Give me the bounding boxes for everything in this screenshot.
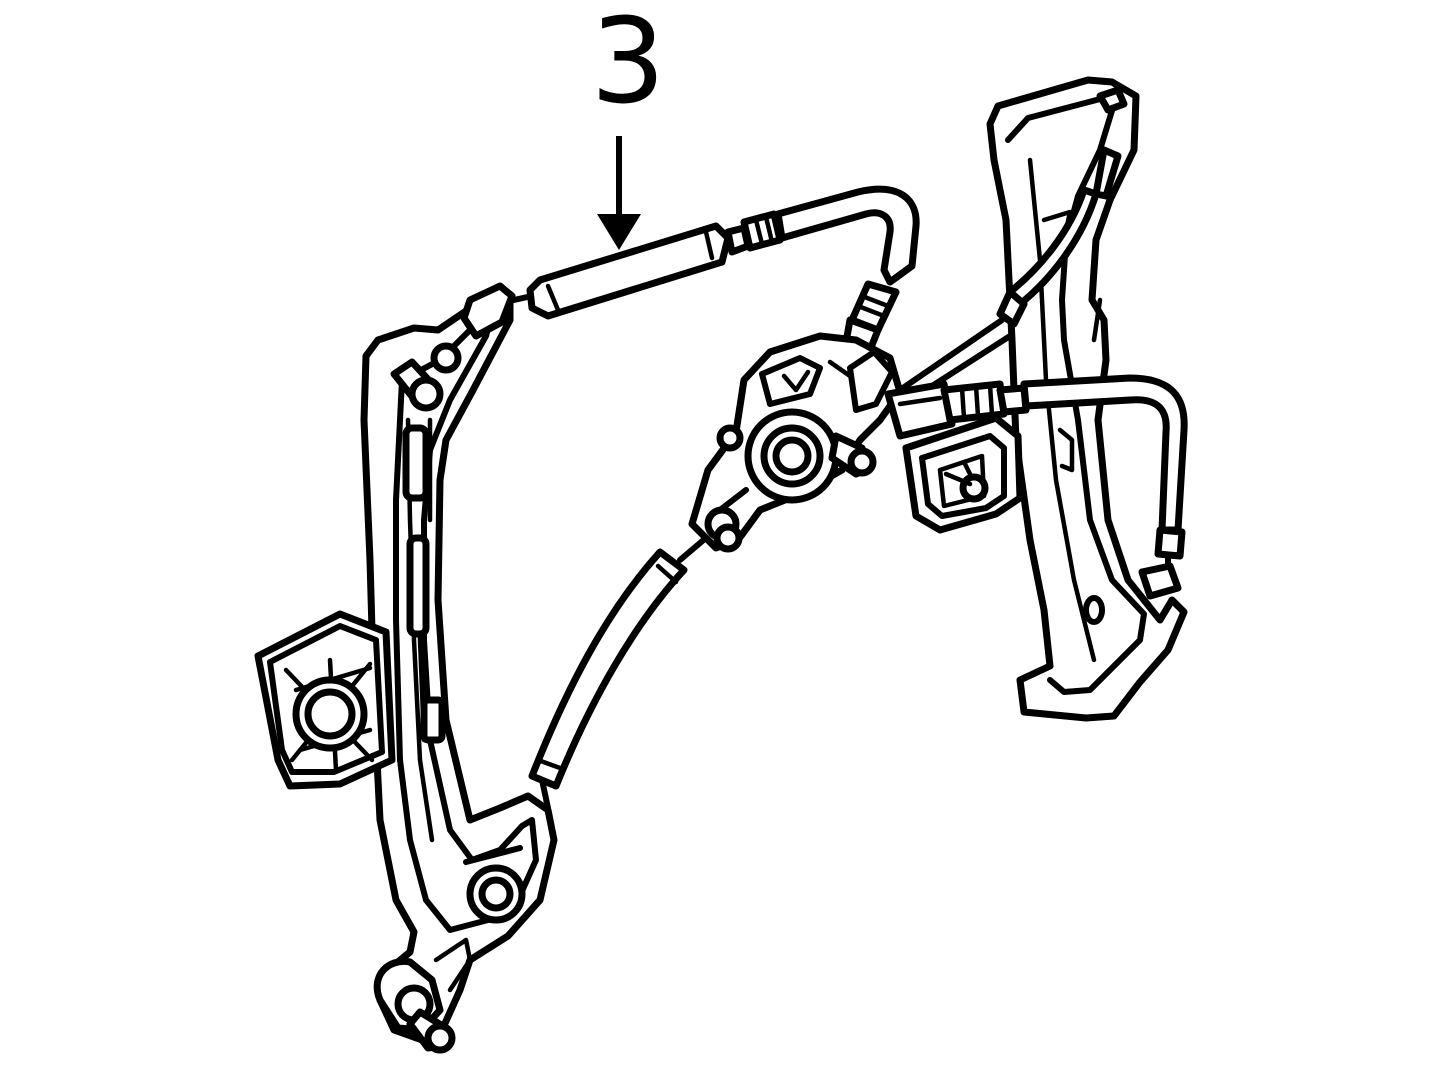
callout-3[interactable]: 3 [590, 0, 666, 250]
lower-cable-conduit [528, 548, 688, 790]
callout-number: 3 [590, 0, 665, 130]
lower-pulley [463, 845, 526, 924]
cable-conduit-sleeve [526, 222, 732, 320]
motor-gear-housing [688, 332, 904, 553]
upper-mounting-stud [390, 342, 462, 412]
lower-mounting-stud [373, 937, 473, 1054]
callout-arrowhead [597, 214, 641, 250]
lower-cable-assembly [528, 523, 723, 811]
left-mounting-bracket [254, 610, 396, 790]
upper-cable-assembly [502, 185, 920, 354]
left-guide-rail [360, 282, 558, 1054]
cable-end-fitting [1138, 562, 1182, 600]
right-mounting-bracket [902, 414, 1024, 534]
right-cable-assembly [884, 146, 1188, 600]
